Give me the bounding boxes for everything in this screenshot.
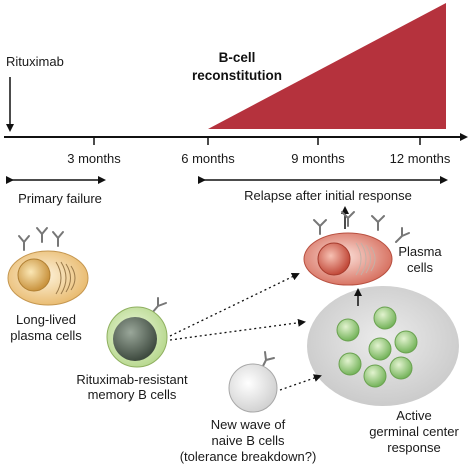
memory-to-germinal-arrow: [169, 318, 306, 341]
germinal-label-2: germinal center: [369, 424, 459, 439]
naive-label-2: naive B cells: [212, 433, 285, 448]
antibody-icon: [151, 297, 167, 314]
antibody-icon: [18, 227, 64, 251]
plasma-label-1: Plasma: [398, 244, 442, 259]
antibody-icon: [261, 351, 275, 369]
antibody-icon: [313, 211, 410, 243]
tick-label-6-months: 6 months: [181, 151, 235, 166]
reconstitution-wedge: [208, 3, 446, 129]
primary-failure-label: Primary failure: [18, 191, 102, 206]
naive-label-3: (tolerance breakdown?): [180, 449, 317, 464]
long-lived-label-1: Long-lived: [16, 312, 76, 327]
tick-label-12-months: 12 months: [390, 151, 451, 166]
memory-label-1: Rituximab-resistant: [76, 372, 188, 387]
germinal-center: [307, 286, 459, 406]
germinal-label-1: Active: [396, 408, 431, 423]
memory-to-plasma-arrow: [169, 273, 300, 337]
tick-label-3-months: 3 months: [67, 151, 121, 166]
germinal-b-cells: [336, 306, 418, 388]
relapse-label: Relapse after initial response: [244, 188, 412, 203]
rituximab-label: Rituximab: [6, 54, 64, 69]
long-lived-plasma-cell: [7, 227, 89, 306]
naive-b-cell: [228, 351, 278, 413]
naive-to-germinal-arrow: [279, 374, 322, 391]
reconstitution-label-1: B-cell: [219, 50, 256, 65]
long-lived-label-2: plasma cells: [10, 328, 82, 343]
memory-label-2: memory B cells: [88, 387, 177, 402]
memory-b-cell: [106, 297, 168, 368]
germinal-label-3: response: [387, 440, 440, 455]
plasma-label-2: cells: [407, 260, 434, 275]
naive-label-1: New wave of: [211, 417, 286, 432]
plasma-cell: [303, 211, 410, 286]
reconstitution-label-2: reconstitution: [192, 68, 282, 83]
tick-label-9-months: 9 months: [291, 151, 345, 166]
